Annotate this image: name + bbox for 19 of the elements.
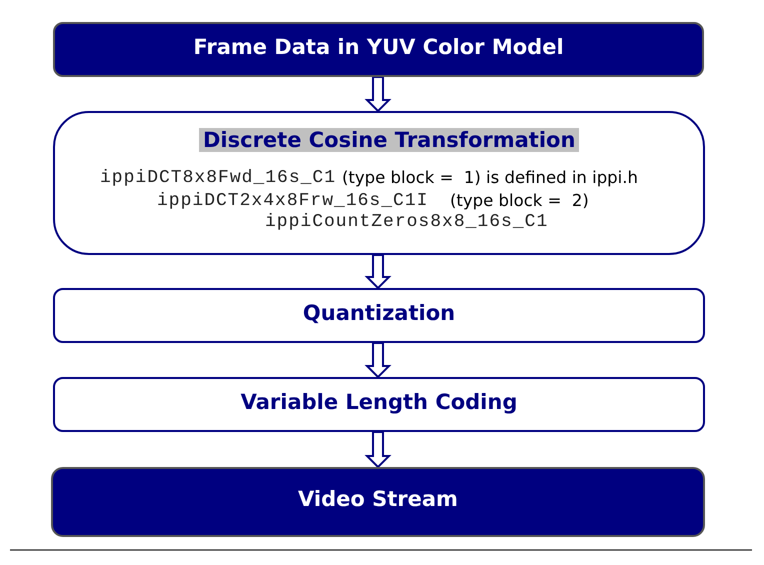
box-label: Frame Data in YUV Color Model bbox=[192, 34, 565, 58]
block-arrow bbox=[364, 342, 392, 378]
box-label: Quantization bbox=[302, 300, 456, 324]
box-label: Variable Length Coding bbox=[240, 390, 518, 414]
block-arrow bbox=[364, 254, 392, 290]
process-box bbox=[53, 22, 704, 77]
block-arrow bbox=[364, 76, 392, 112]
process-box bbox=[53, 111, 705, 255]
note-text: (type block = 1) is defined in ippi.h bbox=[342, 168, 638, 187]
function-name: ippiDCT8x8Fwd_16s_C1 bbox=[100, 168, 336, 188]
function-name: ippiCountZeros8x8_16s_C1 bbox=[265, 212, 548, 232]
process-box bbox=[51, 467, 705, 537]
block-arrow bbox=[364, 431, 392, 468]
process-box bbox=[53, 377, 705, 432]
box-heading: Discrete Cosine Transformation bbox=[199, 128, 580, 152]
box-label: Video Stream bbox=[297, 487, 459, 511]
process-box bbox=[53, 288, 705, 343]
function-name: ippiDCT2x4x8Frw_16s_C1I bbox=[157, 191, 428, 211]
note-text: (type block = 2) bbox=[450, 191, 589, 210]
